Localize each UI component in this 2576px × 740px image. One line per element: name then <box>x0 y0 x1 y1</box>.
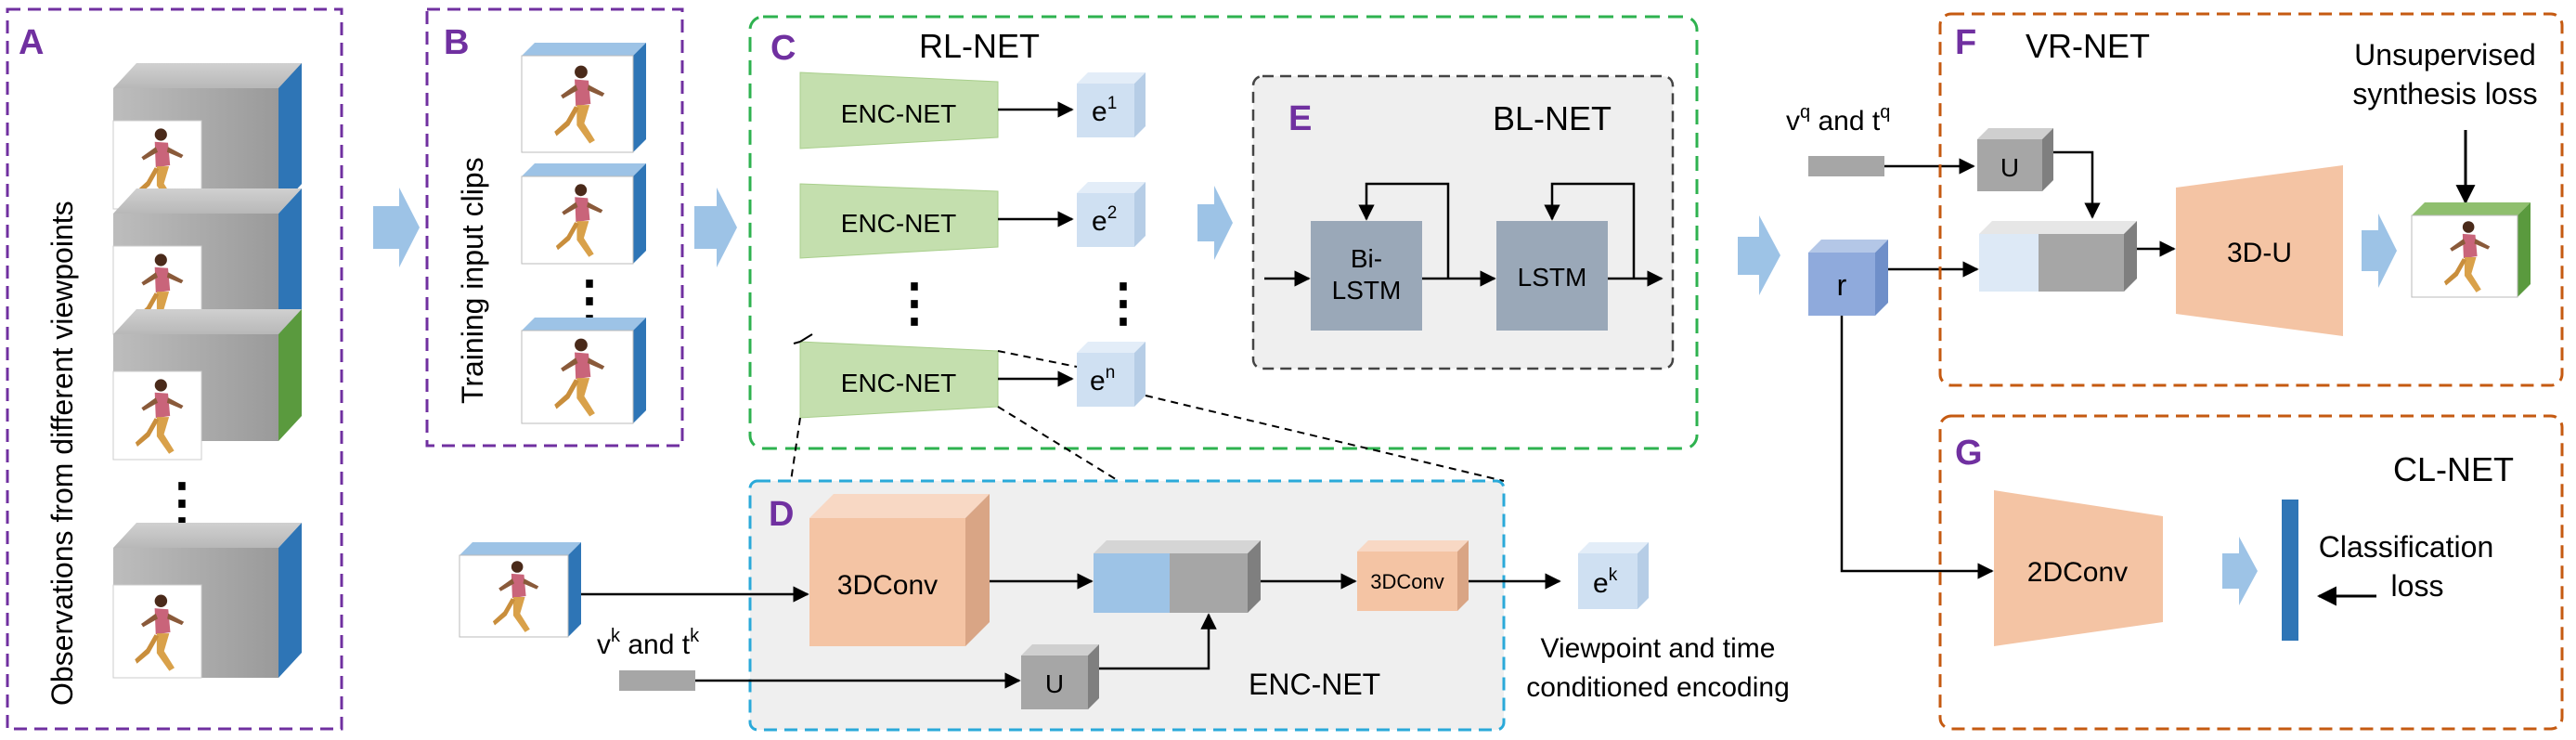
encoder-1: ENC-NET <box>799 71 999 149</box>
flow-arrow-c-e <box>1197 186 1233 260</box>
embedding-en-label: en <box>1090 363 1115 396</box>
panel-b-caption: Training input clips <box>456 157 489 404</box>
panel-f-letter: F <box>1955 23 1976 62</box>
r-block: r <box>1808 240 1888 316</box>
embedding-e1-label: e1 <box>1092 94 1117 127</box>
viewpoint-cube-3 <box>112 309 302 461</box>
panel-a-frame <box>6 7 343 731</box>
conv2d-label: 2DConv <box>2027 557 2128 588</box>
bi-lstm-block <box>1311 221 1422 331</box>
flow-arrow-a-b <box>373 188 420 267</box>
flow-arrow-f-out <box>2362 214 2397 288</box>
lstm-block <box>1496 221 1608 331</box>
viewpoint-cube-4 <box>112 523 302 679</box>
viewpoint-cube-1 <box>112 63 302 210</box>
classifier-output-bar <box>2282 500 2298 641</box>
flow-arrow-to-r <box>1738 215 1780 295</box>
embedding-ek: ek <box>1578 542 1649 609</box>
panel-c-letter: C <box>770 29 796 68</box>
unet3d-block: 3D-U <box>2176 165 2343 336</box>
panel-b: B Training input clips ⋮ <box>425 7 684 448</box>
conv3d-label: 3DConv <box>837 570 938 601</box>
conv3d-small-block: 3DConv <box>1357 540 1469 611</box>
concat-block-f <box>1979 221 2137 292</box>
encoder-n-label: ENC-NET <box>841 369 956 397</box>
panel-g-letter: G <box>1955 434 1983 473</box>
embedding-e1: e1 <box>1077 72 1146 137</box>
conv2d-block: 2DConv <box>1994 490 2163 646</box>
concat-block-d <box>1094 540 1261 613</box>
training-clip-2 <box>521 163 646 265</box>
flow-arrow-b-c <box>694 188 737 267</box>
vk-tk-label: vk and tk <box>597 626 700 660</box>
lstm-label: LSTM <box>1518 263 1587 292</box>
u-block-d: U <box>1021 644 1099 709</box>
vq-tq-bar <box>1808 156 1884 176</box>
u-block-f: U <box>1977 128 2053 191</box>
panel-e: E BL-NET Bi-LSTM LSTM <box>1251 74 1675 370</box>
conv3d-small-label: 3DConv <box>1370 570 1443 593</box>
encoder-ellipsis: ⋮ <box>888 273 940 331</box>
u-block-f-label: U <box>2000 153 2019 182</box>
unet3d-label: 3D-U <box>2227 238 2292 268</box>
vk-tk-bar <box>619 670 695 691</box>
panel-g-frame <box>1938 414 2564 731</box>
encoder-1-label: ENC-NET <box>841 99 956 128</box>
panel-d-letter: D <box>769 495 794 534</box>
panel-d: D ENC-NET 3DConv 3DConv U <box>748 479 1561 732</box>
panel-b-letter: B <box>444 23 469 62</box>
training-clip-1 <box>521 43 646 153</box>
panel-e-letter: E <box>1288 99 1312 138</box>
panel-d-caption: ENC-NET <box>1249 668 1380 701</box>
panel-e-title: BL-NET <box>1493 99 1612 137</box>
panel-f-title: VR-NET <box>2026 27 2150 65</box>
embedding-e2-label: e2 <box>1092 203 1117 237</box>
panel-c: C RL-NET ENC-NET ENC-NET ⋮ ENC-NET e1 <box>748 15 1699 450</box>
synthesized-output-clip <box>2411 202 2531 298</box>
panel-g-title: CL-NET <box>2393 450 2514 488</box>
encoder-2-label: ENC-NET <box>841 209 956 238</box>
panel-a-letter: A <box>19 23 44 62</box>
panel-c-title: RL-NET <box>919 27 1040 65</box>
panel-a-ellipsis: ⋮ <box>156 473 208 531</box>
panel-b-frame <box>425 7 684 448</box>
encoder-n: ENC-NET <box>799 341 999 419</box>
embedding-en: en <box>1077 342 1146 407</box>
encoder-2: ENC-NET <box>799 183 999 259</box>
conv3d-block: 3DConv <box>809 494 990 646</box>
panel-a-caption: Observations from different viewpoints <box>45 201 79 706</box>
panel-c-frame <box>748 15 1699 450</box>
embedding-ek-label: ek <box>1593 565 1618 599</box>
r-label: r <box>1837 268 1847 302</box>
bi-lstm-label: Bi-LSTM <box>1332 244 1402 305</box>
vq-tq-label: vq and tq <box>1786 102 1890 136</box>
embedding-ellipsis: ⋮ <box>1097 273 1149 331</box>
panel-a: A Observations from different viewpoints… <box>6 7 343 731</box>
input-clip-d <box>459 542 581 638</box>
training-clip-3 <box>521 318 646 424</box>
flow-arrow-g <box>2222 537 2258 605</box>
embedding-e2: e2 <box>1077 182 1146 247</box>
u-block-d-label: U <box>1045 669 1064 698</box>
